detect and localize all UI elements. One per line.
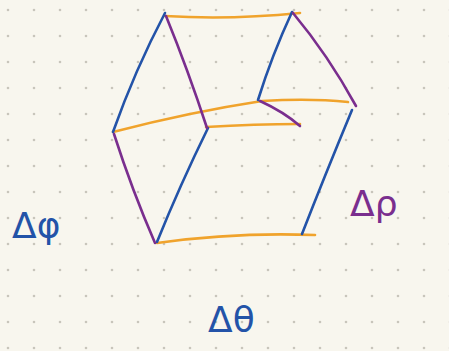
theta-arc — [165, 13, 300, 17]
rho-edge — [114, 134, 155, 243]
phi-arc — [302, 110, 352, 234]
theta-label: Δθ — [208, 302, 255, 338]
rho-edge — [293, 13, 356, 106]
phi-arc — [258, 12, 292, 100]
theta-arc — [157, 234, 315, 243]
phi-arc — [113, 13, 165, 132]
theta-arc — [113, 100, 348, 132]
phi-arc — [157, 128, 208, 242]
rho-edge — [260, 101, 300, 126]
rho-edge — [166, 16, 207, 128]
rho-label: Δρ — [350, 186, 397, 222]
theta-arc — [206, 124, 300, 127]
phi-label: Δφ — [12, 208, 60, 244]
